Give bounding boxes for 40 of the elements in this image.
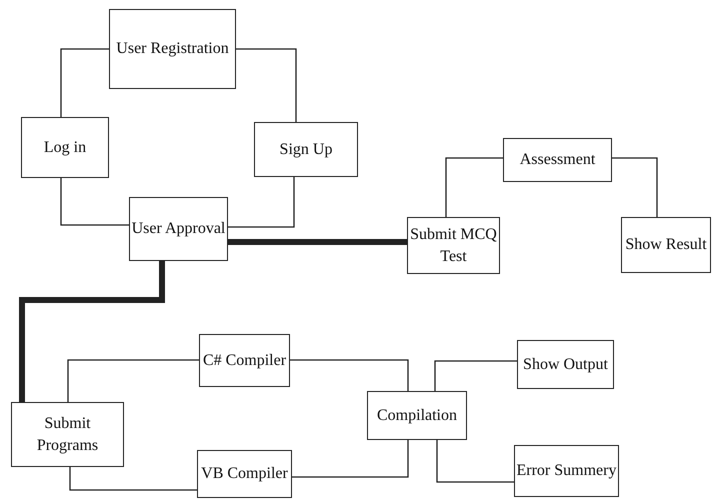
connector-line: [228, 239, 407, 245]
box-label: Submit Programs: [36, 414, 100, 456]
process-box: [367, 391, 467, 440]
box-label: Error Summery: [516, 461, 616, 481]
process-box: [407, 217, 500, 274]
process-box: [514, 445, 619, 497]
process-box: [621, 217, 711, 273]
process-box: [254, 122, 358, 177]
process-box: [197, 450, 292, 498]
connector-line: [228, 177, 295, 228]
connector-line: [292, 440, 409, 478]
box-label: User Approval: [132, 219, 226, 239]
connector-line: [60, 178, 129, 226]
process-box: [11, 402, 124, 467]
connector-line: [290, 359, 409, 391]
process-box: [503, 138, 612, 182]
connector-line: [19, 261, 165, 402]
process-box: [21, 117, 109, 178]
connector-line: [60, 48, 109, 117]
connector-line: [436, 440, 514, 483]
process-box: [199, 334, 290, 387]
connector-line: [69, 467, 197, 491]
box-label: Assessment: [520, 150, 596, 170]
box-label: VB Compiler: [201, 464, 288, 484]
box-label: Show Result: [625, 235, 707, 255]
connector-line: [434, 360, 517, 391]
box-label: Submit MCQ Test: [409, 224, 498, 266]
box-label: Sign Up: [280, 140, 332, 160]
connector-line: [445, 157, 503, 217]
process-box: [109, 9, 236, 89]
box-label: User Registration: [116, 39, 229, 59]
box-label: Log in: [44, 138, 86, 158]
connector-line: [236, 48, 297, 122]
connector-line: [612, 157, 658, 217]
connector-line: [67, 359, 199, 402]
process-box: [517, 340, 614, 389]
box-label: Show Output: [523, 354, 608, 374]
box-label: C# Compiler: [202, 350, 286, 370]
box-label: Compilation: [377, 406, 457, 426]
process-box: [129, 197, 228, 261]
